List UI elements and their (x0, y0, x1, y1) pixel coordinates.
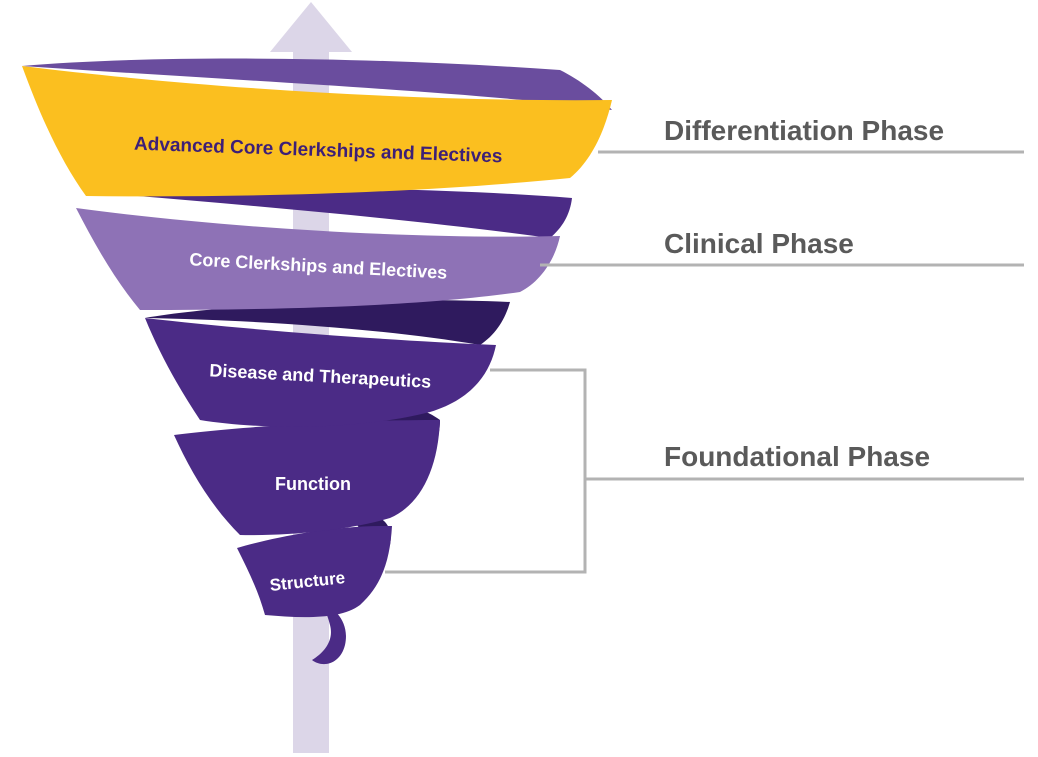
band-label-function: Function (275, 474, 351, 494)
band-advanced (22, 58, 612, 197)
band-core (76, 187, 572, 310)
phase-label-foundational: Foundational Phase (664, 441, 930, 472)
phase-label-differentiation: Differentiation Phase (664, 115, 944, 146)
spiral-tail (312, 598, 346, 665)
band-structure (237, 513, 392, 618)
phase-connectors (385, 150, 1024, 574)
band-disease (145, 300, 510, 427)
phase-label-clinical: Clinical Phase (664, 228, 854, 259)
